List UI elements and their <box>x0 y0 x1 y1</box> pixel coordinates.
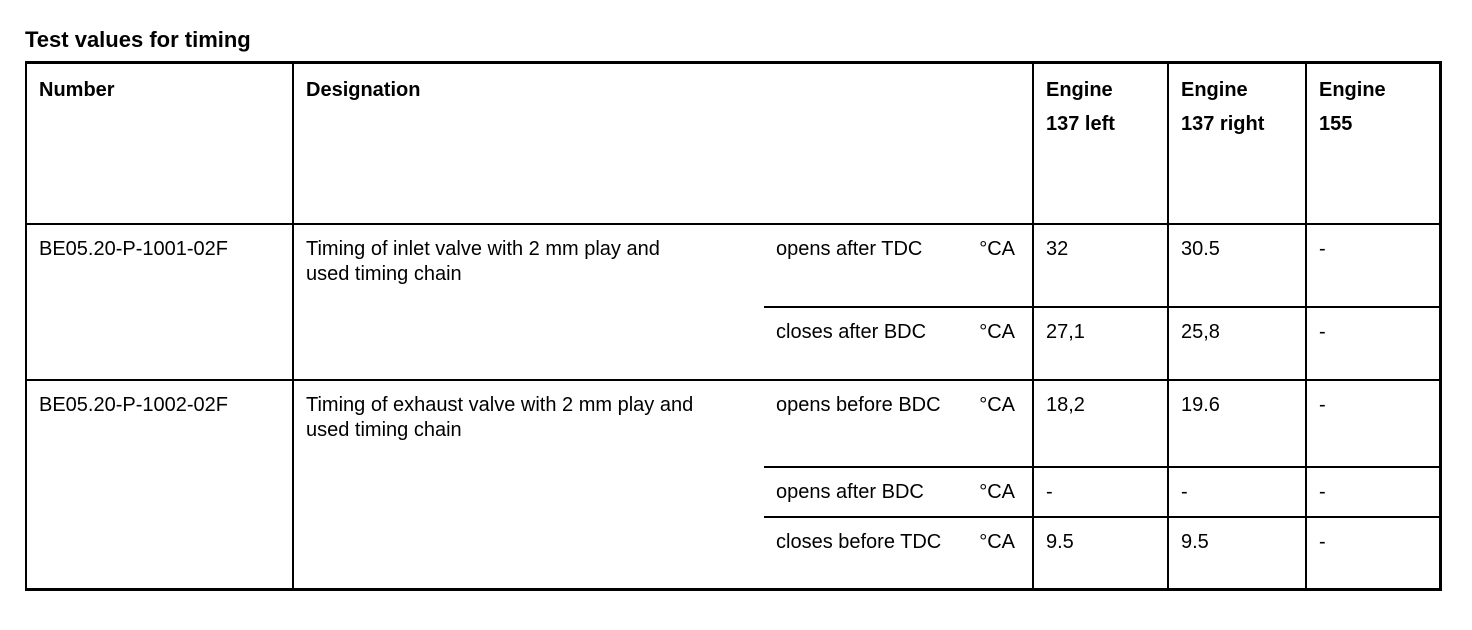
column-header-engine-137-left: Engine 137 left <box>1034 64 1169 223</box>
column-header-designation: Designation <box>294 64 1034 223</box>
unit-cell: °CA <box>957 306 1034 379</box>
value-cell-engine-155: - <box>1307 516 1439 588</box>
value-cell-engine-155: - <box>1307 306 1439 379</box>
value-cell-engine-137-left: 9.5 <box>1034 516 1169 588</box>
value-cell-engine-137-right: 9.5 <box>1169 516 1307 588</box>
row-designation: Timing of exhaust valve with 2 mm play a… <box>294 379 764 588</box>
unit-cell: °CA <box>957 379 1034 466</box>
designation-text: Timing of inlet valve with 2 mm play and… <box>306 238 660 285</box>
condition-cell: opens after BDC <box>764 466 957 516</box>
condition-cell: closes before TDC <box>764 516 957 588</box>
value-cell-engine-137-right: - <box>1169 466 1307 516</box>
row-designation: Timing of inlet valve with 2 mm play and… <box>294 223 764 379</box>
value-cell-engine-137-right: 30.5 <box>1169 223 1307 306</box>
timing-values-table: Number Designation Engine 137 left Engin… <box>25 61 1442 591</box>
page-title: Test values for timing <box>25 27 251 52</box>
column-header-engine-155: Engine 155 <box>1319 79 1386 135</box>
value-cell-engine-137-left: - <box>1034 466 1169 516</box>
column-header-engine-137-right: Engine 137 right <box>1169 64 1307 223</box>
column-header-number: Number <box>27 64 294 223</box>
unit-cell: °CA <box>957 516 1034 588</box>
value-cell-engine-137-right: 25,8 <box>1169 306 1307 379</box>
row-number: BE05.20-P-1002-02F <box>27 379 294 588</box>
value-cell-engine-155: - <box>1307 466 1439 516</box>
value-cell-engine-155: - <box>1307 379 1439 466</box>
designation-text: Timing of exhaust valve with 2 mm play a… <box>306 394 694 441</box>
condition-cell: opens after TDC <box>764 223 957 306</box>
unit-cell: °CA <box>957 223 1034 306</box>
value-cell-engine-155: - <box>1307 223 1439 306</box>
condition-cell: closes after BDC <box>764 306 957 379</box>
value-cell-engine-137-right: 19.6 <box>1169 379 1307 466</box>
unit-cell: °CA <box>957 466 1034 516</box>
condition-cell: opens before BDC <box>764 379 957 466</box>
value-cell-engine-137-left: 27,1 <box>1034 306 1169 379</box>
value-cell-engine-137-left: 32 <box>1034 223 1169 306</box>
value-cell-engine-137-left: 18,2 <box>1034 379 1169 466</box>
row-number: BE05.20-P-1001-02F <box>27 223 294 379</box>
